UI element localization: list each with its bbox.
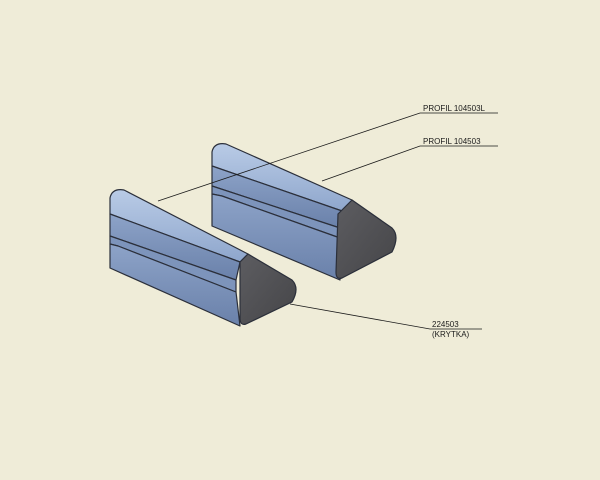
leader-profile-104503 [321, 145, 498, 182]
label-end-cap-name: (KRYTKA) [432, 330, 470, 339]
leader-profile-104503l [157, 112, 498, 202]
leader-end-cap-224503 [289, 303, 482, 330]
end-cap-224503-rear [335, 199, 397, 279]
profile-104503l-lower-side [109, 243, 241, 327]
label-profile-104503l: PROFIL 104503L [423, 104, 486, 113]
profile-104503l-part [109, 189, 297, 327]
label-profile-104503: PROFIL 104503 [423, 137, 481, 146]
end-cap-224503-front [239, 253, 297, 325]
profile-104503-part [211, 143, 397, 281]
label-end-cap-number: 224503 [432, 320, 459, 329]
